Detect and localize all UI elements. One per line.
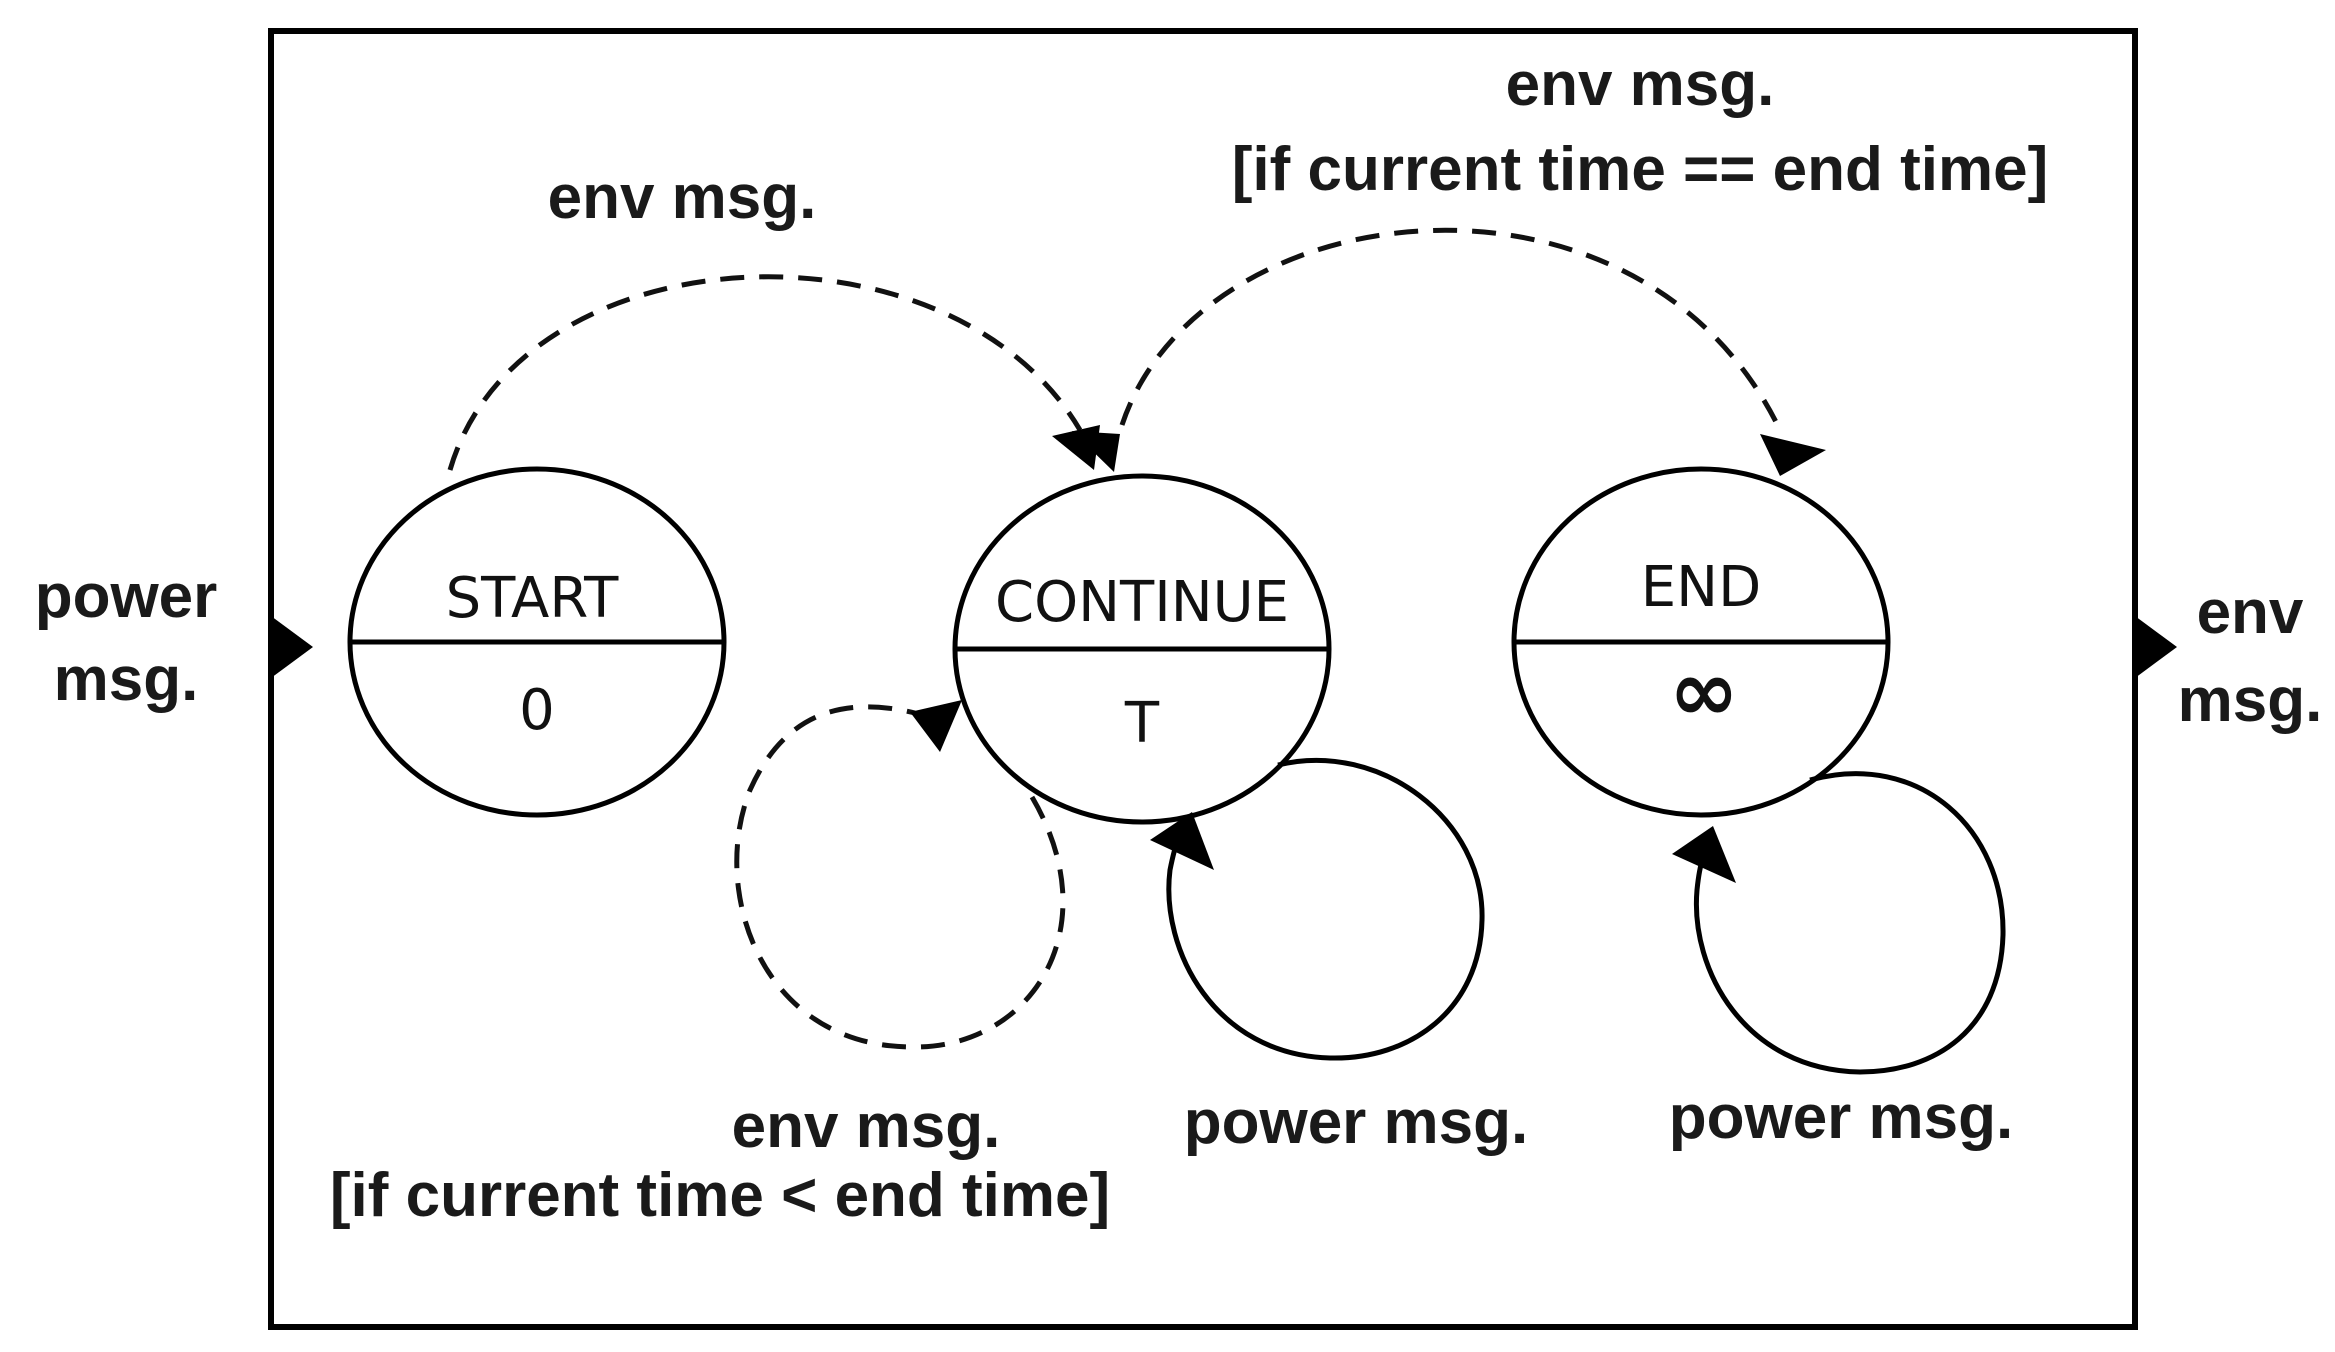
state-continue-time: T xyxy=(1124,691,1160,756)
input-port-icon xyxy=(271,616,313,678)
transition-end-self-power-label: power msg. xyxy=(1669,1083,2014,1152)
input-port-label-line2: msg. xyxy=(54,645,199,714)
transition-start-to-continue-label: env msg. xyxy=(548,163,817,232)
state-end: END ∞ xyxy=(1511,466,1891,818)
transition-continue-self-env-label-line1: env msg. xyxy=(732,1092,1001,1161)
state-end-name: END xyxy=(1641,555,1761,620)
transition-continue-to-end-label-line1: env msg. xyxy=(1506,50,1775,119)
transition-continue-self-env xyxy=(734,700,1066,1050)
state-start: START 0 xyxy=(347,466,727,818)
model-boundary xyxy=(268,28,2138,1330)
transition-continue-self-power xyxy=(1150,757,1485,1061)
state-end-time: ∞ xyxy=(1669,642,1739,740)
output-port-icon xyxy=(2135,616,2177,678)
transition-continue-self-power-label: power msg. xyxy=(1184,1088,1529,1157)
transition-continue-self-env-label-line2: [if current time < end time] xyxy=(330,1161,1110,1230)
state-continue-name: CONTINUE xyxy=(995,570,1289,635)
output-port-label-line1: env xyxy=(2197,578,2304,647)
state-start-name: START xyxy=(446,566,620,631)
state-start-time: 0 xyxy=(519,678,555,743)
output-port-label-line2: msg. xyxy=(2178,666,2323,735)
input-port-label-line1: power xyxy=(35,562,218,631)
transition-end-self-power xyxy=(1672,771,2006,1075)
transition-continue-to-end xyxy=(1072,227,1826,476)
state-continue: CONTINUE T xyxy=(952,473,1332,825)
transition-continue-to-end-label-line2: [if current time == end time] xyxy=(1232,135,2049,204)
transition-start-to-continue xyxy=(447,274,1100,471)
